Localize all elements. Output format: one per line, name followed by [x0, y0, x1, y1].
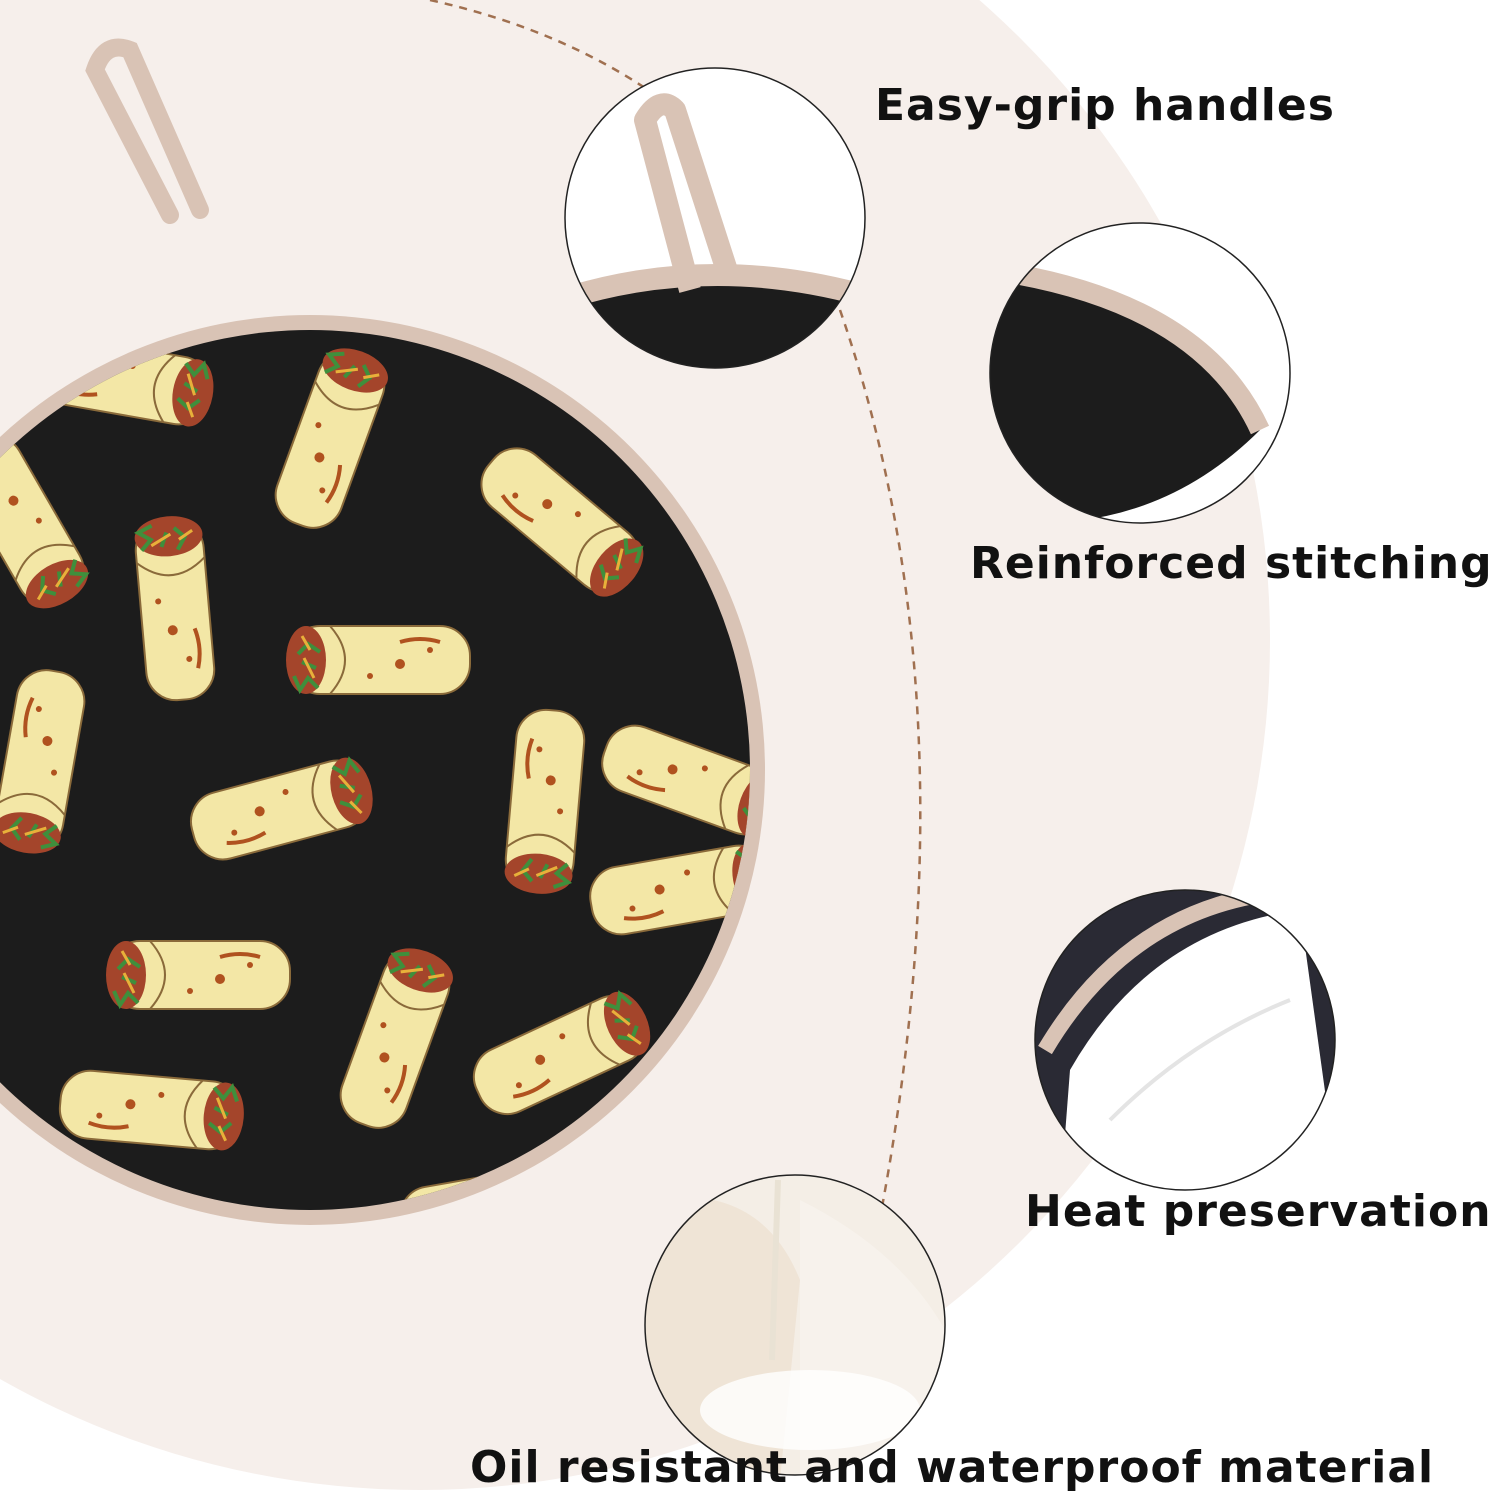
detail-circle-oil	[644, 1174, 946, 1476]
tortilla-warmer-pad	[0, 315, 765, 1225]
detail-circle-handle	[564, 67, 866, 369]
label-easy-grip-handles: Easy-grip handles	[875, 80, 1335, 131]
label-oil-resistant: Oil resistant and waterproof material	[470, 1442, 1435, 1493]
label-reinforced-stitching: Reinforced stitching	[970, 538, 1493, 589]
label-heat-preservation: Heat preservation	[1025, 1186, 1492, 1237]
detail-circle-stitching	[989, 222, 1291, 524]
pad-handle	[85, 38, 209, 224]
detail-circle-heat	[1034, 889, 1336, 1191]
